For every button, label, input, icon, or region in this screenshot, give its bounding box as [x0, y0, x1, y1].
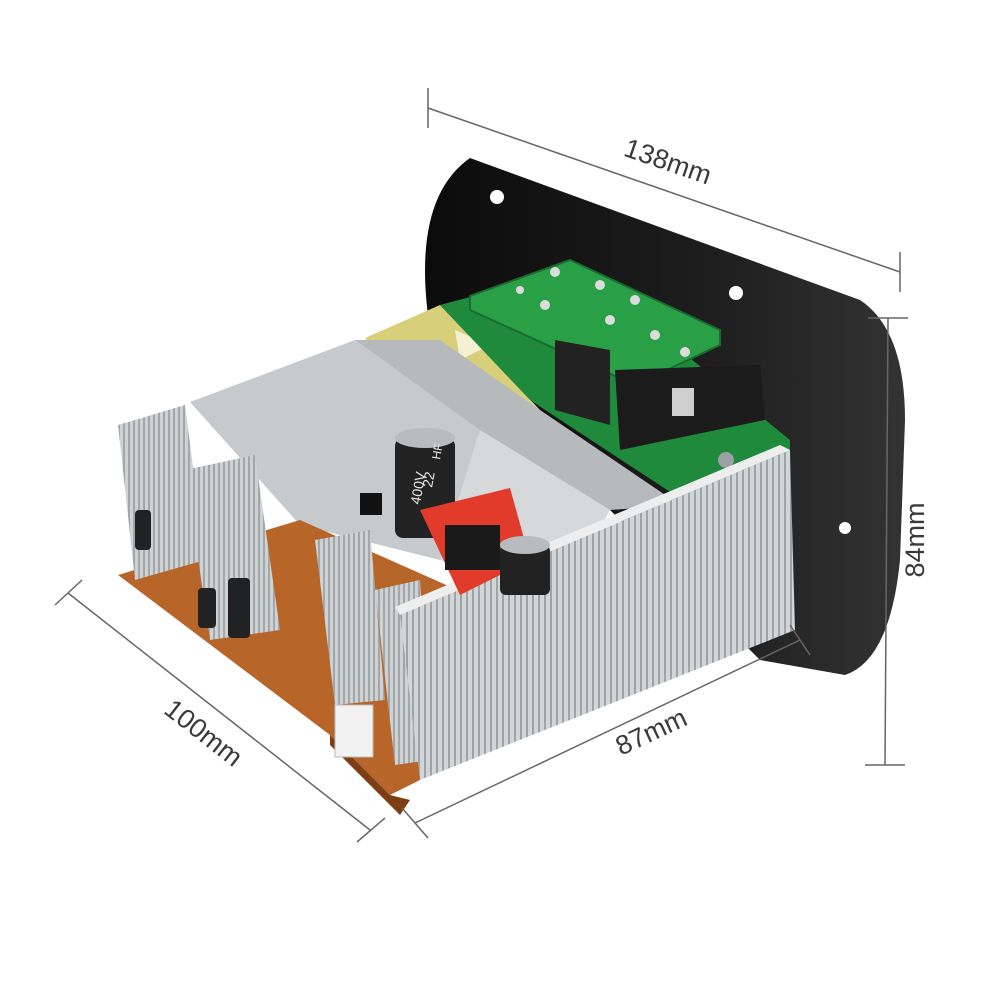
- capacitor-label-brand: HF: [429, 442, 446, 460]
- dimension-depth-label: 100mm: [159, 693, 248, 772]
- components: 22 400V HF: [135, 428, 550, 638]
- dimension-height-label: 84mm: [900, 502, 930, 577]
- control-pcb: [440, 258, 790, 505]
- dimension-lines: [54, 88, 908, 843]
- dimension-width-label: 138mm: [620, 133, 715, 191]
- capacitor-label-voltage: 400V: [407, 470, 429, 506]
- capacitor-label-value: 22: [419, 470, 437, 488]
